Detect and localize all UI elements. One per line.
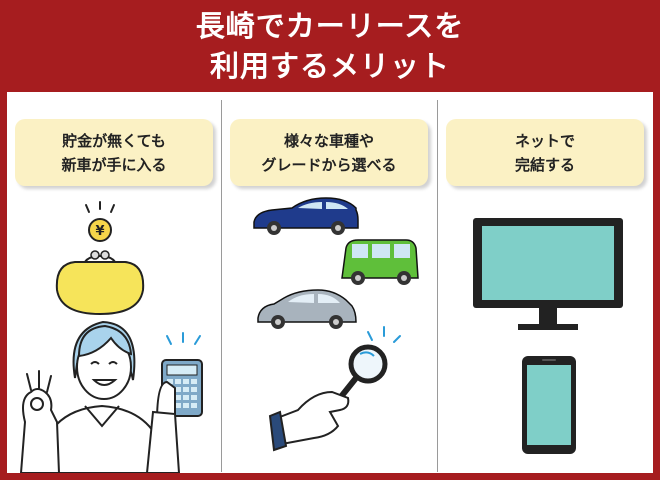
minivan-icon <box>341 239 419 285</box>
label-online-line-1: ネットで <box>514 131 575 150</box>
content-panel: 貯金が無くても 新車が手に入る ¥ <box>7 92 653 473</box>
title-line-2: 利用するメリット <box>209 49 450 83</box>
smartphone-icon <box>522 356 576 454</box>
calculator-icon <box>145 332 203 473</box>
label-variety: 様々な車種や グレードから選べる <box>230 119 428 186</box>
page-title: 長崎でカーリースを 利用するメリット <box>0 0 660 92</box>
woman-ok-icon <box>19 320 169 473</box>
title-line-1: 長崎でカーリースを <box>195 9 465 43</box>
label-online: ネットで 完結する <box>446 119 644 186</box>
label-savings-line-1: 貯金が無くても <box>62 131 166 150</box>
column-savings: 貯金が無くても 新車が手に入る ¥ <box>7 92 222 473</box>
label-savings: 貯金が無くても 新車が手に入る <box>15 119 213 186</box>
monitor-icon <box>473 218 623 330</box>
svg-text:¥: ¥ <box>95 224 104 239</box>
label-online-line-2: 完結する <box>514 155 575 174</box>
label-variety-line-2: グレードから選べる <box>261 155 397 174</box>
column-variety: 様々な車種や グレードから選べる <box>222 92 437 473</box>
label-variety-line-1: 様々な車種や <box>283 131 374 150</box>
hatchback-icon <box>257 289 357 329</box>
column-divider-2 <box>437 100 438 472</box>
column-divider-1 <box>221 100 222 472</box>
column-online: ネットで 完結する <box>438 92 653 473</box>
label-savings-line-2: 新車が手に入る <box>61 155 167 174</box>
coin-purse-icon: ¥ <box>55 201 145 316</box>
magnifier-hand-icon <box>268 326 401 452</box>
sedan-icon <box>253 197 359 235</box>
